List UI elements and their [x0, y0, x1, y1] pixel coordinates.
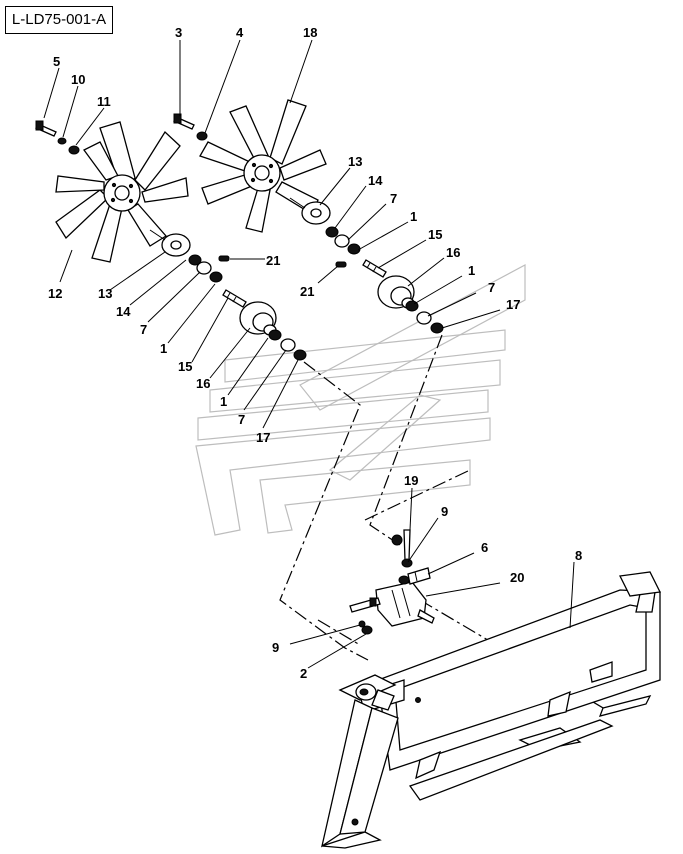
bracket-6 [407, 567, 431, 585]
callout-8: 8 [575, 548, 582, 563]
callout-9-upper: 9 [441, 504, 448, 519]
callout-5: 5 [53, 54, 60, 69]
bearing-stack-right-upper [325, 226, 361, 255]
bolt-3 [173, 113, 195, 130]
callout-21-left: 21 [266, 253, 280, 268]
callout-16-right: 16 [446, 245, 460, 260]
bearing-stack-left-upper [188, 254, 223, 283]
callout-17-left: 17 [256, 430, 270, 445]
fan-hub-right [289, 197, 331, 225]
callout-labels: 5 10 11 3 4 18 13 14 7 1 15 16 1 7 17 21… [48, 25, 582, 681]
callout-6: 6 [481, 540, 488, 555]
gearbox [349, 575, 435, 627]
callout-7-left-upper: 7 [140, 322, 147, 337]
fan-blade-left [55, 121, 189, 263]
pin-21-right [335, 261, 347, 268]
washer-11 [68, 145, 80, 155]
callout-1-right-upper: 1 [410, 209, 417, 224]
nut-2 [358, 620, 373, 635]
callout-14-left: 14 [116, 304, 131, 319]
bolt-19 [391, 529, 413, 568]
callout-19: 19 [404, 473, 418, 488]
callout-20: 20 [510, 570, 524, 585]
callout-14-right: 14 [368, 173, 383, 188]
callout-17-right: 17 [506, 297, 520, 312]
callout-9-lower: 9 [272, 640, 279, 655]
pin-21-left [218, 255, 230, 262]
watermark-logo [195, 264, 526, 536]
callout-10: 10 [71, 72, 85, 87]
callout-15-left: 15 [178, 359, 192, 374]
callout-2: 2 [300, 666, 307, 681]
callout-7-right-lower: 7 [488, 280, 495, 295]
washer-10 [57, 137, 67, 145]
callout-13-right: 13 [348, 154, 362, 169]
frame [321, 571, 661, 849]
flange-left [239, 301, 277, 336]
callout-16-left: 16 [196, 376, 210, 391]
callout-1-left-upper: 1 [160, 341, 167, 356]
callout-4: 4 [236, 25, 244, 40]
bearing-stack-left-lower [268, 329, 307, 361]
callout-7-left-lower: 7 [238, 412, 245, 427]
bolt-5 [35, 120, 57, 137]
callout-7-right-upper: 7 [390, 191, 397, 206]
callout-1-left-lower: 1 [220, 394, 227, 409]
callout-18: 18 [303, 25, 317, 40]
shaft-left [222, 289, 247, 308]
drawing-code-label: L-LD75-001-A [5, 6, 113, 34]
callout-3: 3 [175, 25, 182, 40]
washer-4 [196, 131, 208, 141]
callout-12: 12 [48, 286, 62, 301]
leader-lines [43, 39, 575, 669]
callout-11: 11 [97, 94, 111, 109]
callout-21-right: 21 [300, 284, 314, 299]
shaft-right [362, 259, 387, 278]
callout-13-left: 13 [98, 286, 112, 301]
fan-hub-left [149, 229, 191, 257]
callout-1-right-lower: 1 [468, 263, 475, 278]
bearing-stack-right-lower [405, 300, 444, 334]
callout-15-right: 15 [428, 227, 442, 242]
